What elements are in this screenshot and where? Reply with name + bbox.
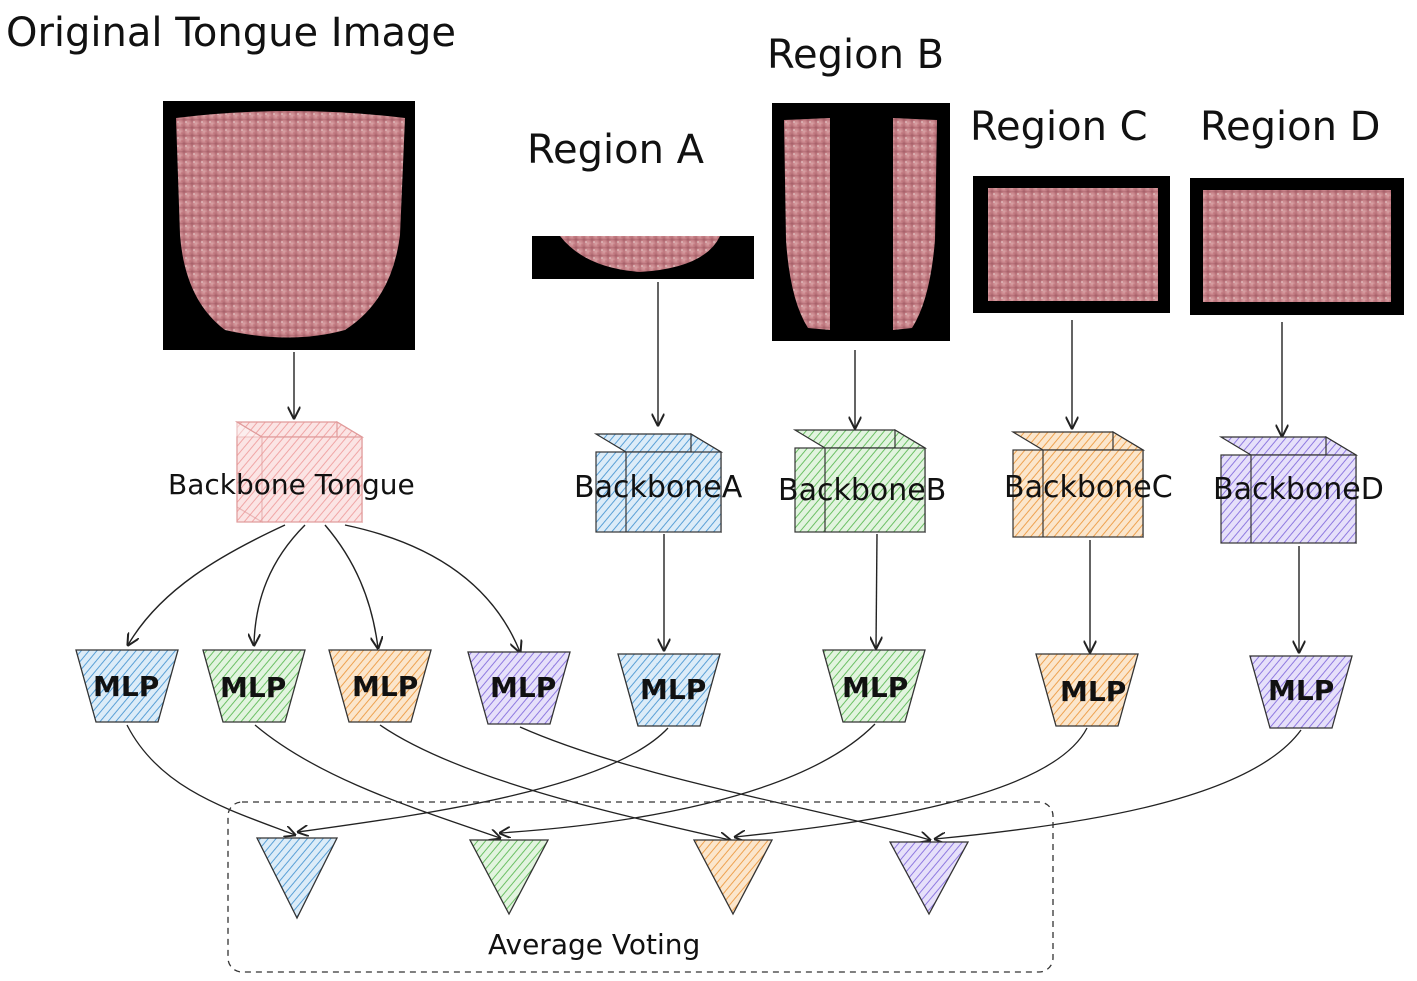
vote-triangles (255, 837, 970, 920)
arrow-tongue-to-mlp-4 (344, 524, 520, 652)
vote-triangle-blue (255, 837, 339, 920)
arrow-tongue-to-mlp-1 (128, 524, 286, 645)
image-to-backbone-arrows (294, 282, 1282, 436)
backbone-b-cube (792, 428, 928, 534)
mlp-label: MLP (93, 670, 159, 703)
mlp-tongue-purple (467, 651, 571, 725)
arrow-mlp-blue-to-vote-blue (126, 724, 295, 835)
vote-triangle-green (468, 839, 550, 916)
backbone-d-label: BackboneD (1213, 472, 1384, 507)
arrow-mlp-orange-to-vote-orange (379, 724, 730, 840)
mlp-label: MLP (490, 671, 556, 704)
mlp-row (75, 649, 1353, 729)
region-b-image (772, 103, 950, 341)
title-region-d: Region D (1200, 104, 1380, 150)
arrow-mlp-c-to-vote-orange (735, 727, 1088, 837)
arrow-tongue-to-mlp-3 (324, 524, 378, 648)
mlp-tongue-green (202, 649, 306, 723)
average-voting-label: Average Voting (488, 928, 700, 961)
backbone-a-label: BackboneA (574, 470, 743, 505)
mlp-label: MLP (220, 671, 286, 704)
arrow-mlp-green-to-vote-green (254, 724, 500, 838)
backbone-to-mlp-arrows (128, 524, 1299, 652)
mlp-label: MLP (640, 673, 706, 706)
average-voting-box (227, 801, 1054, 973)
backbone-d-cube (1218, 435, 1359, 545)
vote-triangle-orange (692, 839, 774, 916)
title-region-b: Region B (767, 32, 944, 78)
region-c-image (973, 176, 1170, 313)
backbone-b-label: BackboneB (778, 473, 946, 508)
arrow-mlp-d-to-vote-purple (935, 729, 1302, 839)
mlp-tongue-orange (328, 649, 432, 723)
arrow-mlp-purple-to-vote-purple (519, 726, 930, 840)
mlp-label: MLP (352, 670, 418, 703)
mlp-to-vote-arrows (126, 723, 1302, 840)
arrow-backbone-b-to-mlp (876, 533, 877, 648)
vote-triangle-purple (888, 841, 970, 916)
title-region-c: Region C (970, 104, 1148, 150)
backbone-tongue-cube (234, 420, 365, 524)
mlp-tongue-blue (75, 649, 179, 723)
arrow-tongue-to-mlp-2 (254, 524, 306, 645)
arrow-mlp-a-to-vote-blue (298, 727, 669, 832)
mlp-label: MLP (1060, 675, 1126, 708)
title-region-a: Region A (527, 127, 705, 173)
backbone-tongue-label: Backbone Tongue (168, 468, 415, 501)
arrow-mlp-b-to-vote-green (500, 723, 876, 833)
mlp-labels: MLP MLP MLP MLP MLP MLP MLP MLP (93, 670, 1334, 708)
mlp-region-c (1035, 653, 1139, 727)
region-d-image (1190, 178, 1404, 315)
mlp-region-b (822, 649, 926, 723)
mlp-region-d (1249, 655, 1353, 729)
backbone-a-cube (593, 432, 724, 534)
mlp-label: MLP (842, 671, 908, 704)
original-tongue-image (163, 101, 415, 350)
title-original-tongue-image: Original Tongue Image (6, 10, 456, 56)
backbone-c-cube (1010, 430, 1146, 539)
mlp-label: MLP (1268, 674, 1334, 707)
region-a-image (532, 236, 754, 279)
backbone-c-label: BackboneC (1004, 470, 1173, 505)
mlp-region-a (617, 653, 721, 727)
